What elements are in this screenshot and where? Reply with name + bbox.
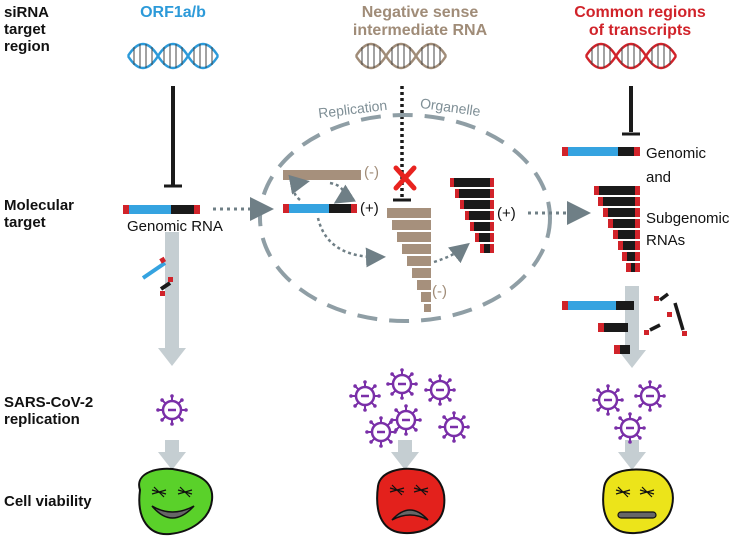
dna-helix-icon-common <box>584 42 678 70</box>
gray-arrow-orf-long <box>158 232 186 366</box>
inhibition-line-common <box>622 86 640 136</box>
negative-sense-title: Negative sense intermediate RNA <box>315 4 525 40</box>
virus-icon <box>384 366 420 402</box>
title-line: of transcripts <box>588 22 692 39</box>
row-label-line: Molecular <box>4 197 75 214</box>
negative-strand-label: (-) <box>364 164 379 181</box>
positive-subgenomic-label: (+) <box>497 205 516 222</box>
inhibition-line-negative <box>393 86 411 202</box>
gray-arrow-common-short <box>618 440 646 470</box>
row-label-line: region <box>4 38 50 55</box>
replication-label: SARS-CoV-2 replication <box>4 394 93 428</box>
common-genomic-strand <box>562 147 640 156</box>
positive-subgenomic-staircase <box>450 178 494 253</box>
cell-viability-label: Cell viability <box>4 493 92 510</box>
gray-arrow-orf-short <box>158 440 186 470</box>
dotted-arrow-to-positive-subgenomic <box>433 242 470 264</box>
neutral-cell-icon <box>602 468 674 535</box>
dotted-cycle-arrow <box>329 181 357 204</box>
row-label-line: target <box>4 21 46 38</box>
virus-icon <box>590 382 626 418</box>
sad-cell-icon <box>376 467 446 535</box>
genomic-rna-strand <box>123 205 200 214</box>
rnas-label: RNAs <box>646 232 686 249</box>
positive-genomic-strand <box>283 204 357 213</box>
genomic-label: Genomic <box>646 145 707 162</box>
dotted-arrow-to-negative-subgenomic <box>316 217 386 268</box>
positive-strand-label: (+) <box>360 200 379 217</box>
virus-icon <box>632 378 668 414</box>
common-regions-title: Common regions of transcripts <box>545 4 735 40</box>
virus-icon <box>422 372 458 408</box>
and-label: and <box>646 169 672 186</box>
siRNA-target-region-label: siRNA target region <box>4 4 50 55</box>
dna-helix-icon-negative <box>354 42 448 70</box>
cleaved-fragments-common <box>644 292 687 336</box>
row-label-line: replication <box>4 411 80 428</box>
dna-helix-icon-orf <box>126 42 220 70</box>
dotted-cycle-arrow <box>288 174 310 201</box>
inhibition-line-orf <box>164 86 182 188</box>
common-subgenomic-staircase <box>594 186 640 272</box>
virus-icon <box>436 409 472 445</box>
virus-icon <box>612 410 648 446</box>
virus-icon <box>363 414 399 450</box>
negative-genomic-strand <box>283 170 361 180</box>
orf1ab-title: ORF1a/b <box>140 4 206 21</box>
cleaved-rna-fragments <box>141 256 173 296</box>
gray-arrow-negative <box>391 440 419 470</box>
row-label-line: siRNA <box>4 4 50 21</box>
cross-icon <box>393 165 417 191</box>
genomic-rna-label: Genomic RNA <box>127 218 223 235</box>
cleaved-transcript-strands <box>562 301 634 354</box>
title-line: Negative sense <box>361 4 479 21</box>
subgenomic-label: Subgenomic <box>646 210 730 227</box>
row-label-line: target <box>4 214 46 231</box>
negative-subgenomic-label: (-) <box>432 283 447 300</box>
negative-subgenomic-staircase <box>387 208 431 312</box>
molecular-target-label: Molecular target <box>4 197 74 231</box>
virus-icon <box>154 392 190 428</box>
title-line: intermediate RNA <box>352 22 488 39</box>
happy-cell-icon <box>138 467 214 536</box>
title-line: Common regions <box>574 4 706 21</box>
row-label-line: SARS-CoV-2 <box>4 394 94 411</box>
virus-icon <box>347 378 383 414</box>
